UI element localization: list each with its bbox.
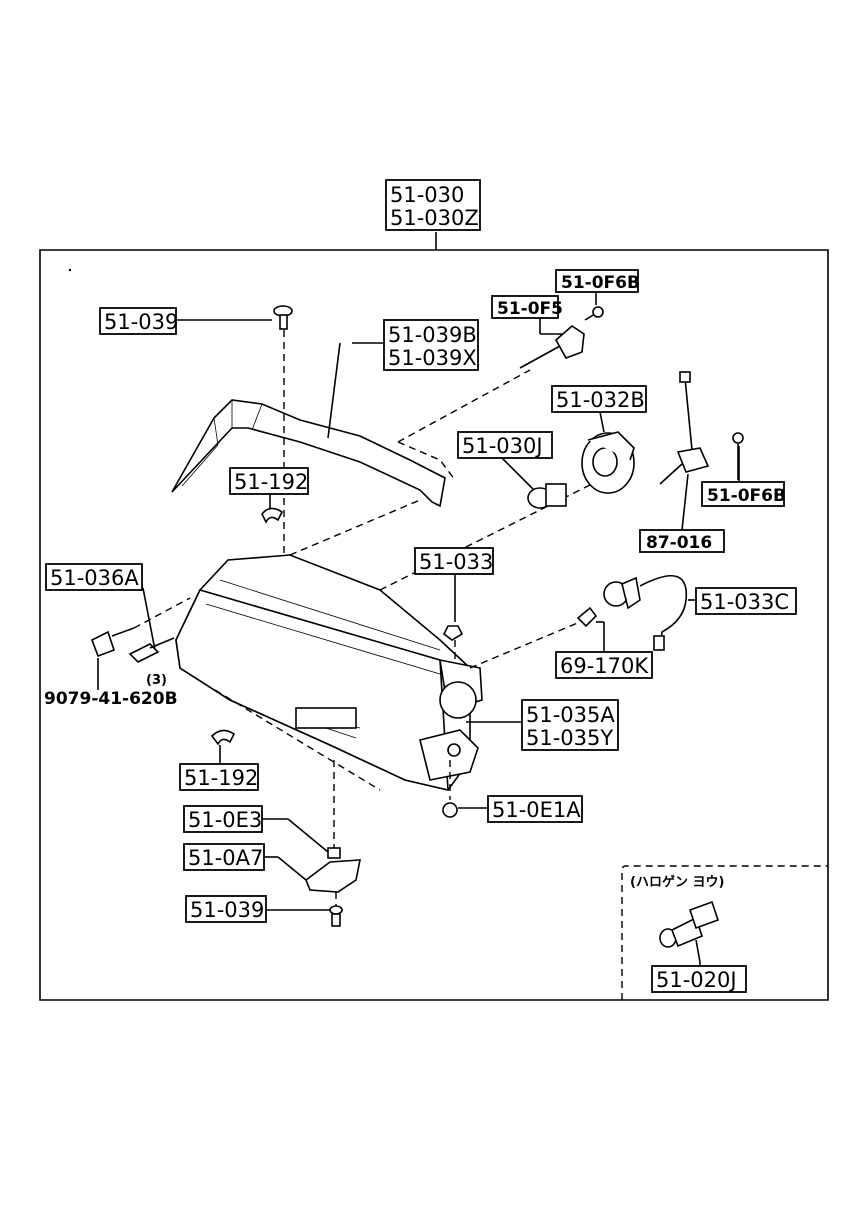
- svg-text:51-192: 51-192: [234, 470, 308, 494]
- lower-bracket: [305, 760, 361, 927]
- svg-text:51-192: 51-192: [184, 766, 258, 790]
- svg-text:51-020J: 51-020J: [656, 968, 737, 992]
- label-halogen-note: (ハロゲン ヨウ): [630, 874, 724, 890]
- label-adjuster-f5: 51-0F5: [491, 295, 563, 319]
- svg-text:51-035A: 51-035A: [526, 703, 615, 727]
- label-clip-upper: 51-192: [229, 467, 309, 495]
- bolt-9079: [90, 597, 191, 658]
- svg-text:51-0F5: 51-0F5: [497, 299, 563, 319]
- screw-top: [273, 305, 293, 590]
- label-qty-note: (3): [146, 673, 167, 688]
- assembly-label: 51-030 51-030Z: [385, 179, 481, 231]
- assembly-label-line2: 51-030Z: [390, 206, 479, 230]
- clip-upper: [261, 494, 284, 524]
- bolt-036a: [128, 637, 175, 663]
- assembly-frame: [39, 232, 829, 1001]
- svg-text:51-0F6B: 51-0F6B: [561, 273, 640, 293]
- svg-text:51-039: 51-039: [104, 310, 178, 334]
- svg-text:51-039X: 51-039X: [388, 346, 477, 370]
- svg-text:51-036A: 51-036A: [50, 566, 139, 590]
- svg-text:51-0F6B: 51-0F6B: [707, 486, 786, 506]
- headlamp-body: [175, 369, 621, 792]
- svg-text:51-035Y: 51-035Y: [526, 726, 613, 750]
- halogen-bulb: [659, 900, 720, 963]
- label-bolt-9079: 9079-41-620B: [44, 689, 178, 709]
- nut-0e1a: [442, 760, 458, 818]
- nut-033: [442, 625, 464, 660]
- socket: [581, 431, 635, 494]
- bulb: [527, 483, 567, 509]
- garnish-trim: [171, 342, 446, 508]
- svg-text:51-033C: 51-033C: [700, 590, 789, 614]
- svg-text:87-016: 87-016: [646, 533, 712, 553]
- svg-text:51-039: 51-039: [190, 898, 264, 922]
- assembly-label-line1: 51-030: [390, 183, 464, 207]
- label-bolt-036a: 51-036A: [45, 563, 143, 591]
- label-socket-033c: 51-033C: [695, 587, 797, 615]
- svg-text:69-170K: 69-170K: [560, 654, 649, 678]
- label-bulb-69170k: 69-170K: [555, 651, 653, 679]
- label-rod-87016: 87-016: [639, 529, 725, 553]
- adjust-rod: [659, 371, 744, 485]
- label-nut-0e1a: 51-0E1A: [487, 795, 583, 823]
- label-garnish: 51-039B 51-039X: [383, 319, 479, 371]
- stray-dot: [68, 268, 72, 272]
- label-bracket-0a7: 51-0A7: [183, 843, 265, 871]
- svg-text:51-0A7: 51-0A7: [188, 846, 263, 870]
- label-nut-0e3: 51-0E3: [183, 805, 263, 833]
- adjuster: [519, 306, 604, 369]
- label-bolt-f6b-top: 51-0F6B: [555, 269, 640, 293]
- label-bulb-030j: 51-030J: [457, 431, 553, 459]
- label-clip-lower: 51-192: [179, 763, 259, 791]
- svg-text:51-030J: 51-030J: [462, 434, 543, 458]
- halogen-inset: [621, 865, 828, 1000]
- label-nut-033: 51-033: [414, 547, 494, 575]
- socket-harness: [576, 575, 688, 651]
- label-halogen-bulb: 51-020J: [651, 965, 747, 993]
- label-bolt-f6b-right: 51-0F6B: [701, 481, 786, 507]
- clip-lower: [210, 729, 236, 762]
- svg-text:51-032B: 51-032B: [556, 388, 645, 412]
- svg-text:51-033: 51-033: [419, 550, 493, 574]
- svg-text:51-039B: 51-039B: [388, 323, 477, 347]
- label-screw-bottom: 51-039: [185, 895, 267, 923]
- label-socket-032b: 51-032B: [551, 385, 647, 413]
- label-lens: 51-035A 51-035Y: [521, 699, 619, 751]
- svg-text:51-0E3: 51-0E3: [188, 808, 262, 832]
- label-screw-top: 51-039: [99, 307, 178, 335]
- svg-text:51-0E1A: 51-0E1A: [492, 798, 581, 822]
